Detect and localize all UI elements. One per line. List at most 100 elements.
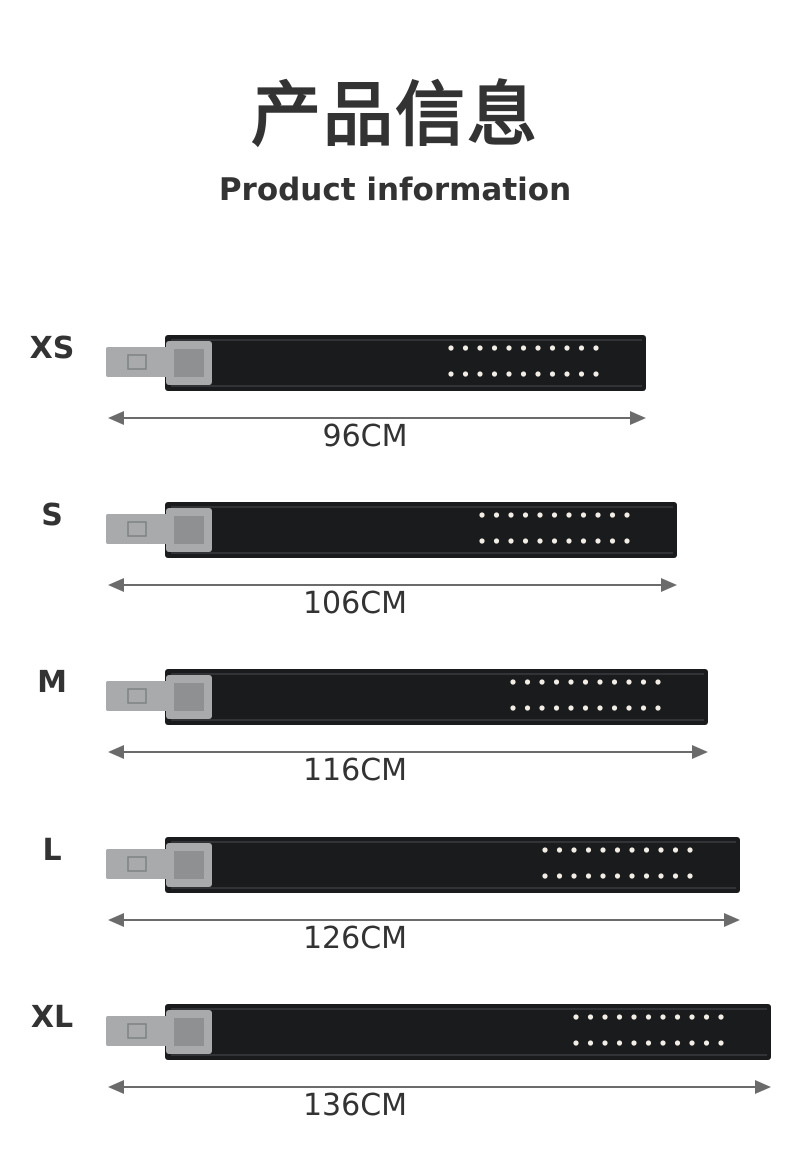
belt-hole [462,371,469,377]
belt-hole [611,679,618,685]
belt-hole [539,705,545,711]
length-label: 96CM [322,419,408,454]
belt-hole [491,371,498,377]
belt-hole [643,873,650,879]
length-label: 136CM [302,1088,408,1123]
belt-hole [578,371,585,377]
belt-hole [609,512,616,518]
belt-hole [597,679,603,685]
buckle-lever [106,1016,176,1046]
belt-hole [551,512,558,518]
belt-hole [539,679,545,685]
belt-hole [593,345,599,351]
belt-hole [602,1014,608,1020]
belt-hole [718,1040,724,1046]
belt-hole [631,1014,637,1020]
belt-hole [614,847,621,853]
belt-hole [629,847,635,853]
belt-hole [616,1040,623,1046]
buckle-slot [127,1023,147,1039]
belt-hole [672,873,679,879]
buckle-slot [127,856,147,872]
belt-hole [508,512,514,518]
belt-illustration [106,1004,771,1094]
buckle-frame-inner [174,516,204,544]
belt-hole [462,345,469,351]
belt-hole [542,847,548,853]
belt-hole [524,705,531,711]
belt-hole [553,679,560,685]
belt-hole [689,1014,695,1020]
belt-illustration [106,502,677,592]
buckle-slot [127,354,147,370]
belt-hole [510,705,516,711]
belt-hole [535,371,541,377]
belt-hole [629,873,635,879]
belt-hole [537,538,543,544]
belt-hole [549,345,556,351]
belt-hole [689,1040,695,1046]
belt-hole [660,1040,666,1046]
belt-hole [508,538,514,544]
belt-hole [585,847,592,853]
belt-hole [556,873,563,879]
belt-hole [506,371,512,377]
belt-hole [571,873,577,879]
belt-hole [593,371,599,377]
belt-hole [640,679,647,685]
arrow-head-right [630,411,646,425]
belt-illustration [106,669,708,759]
belt-hole [655,679,661,685]
belt-hole [655,705,661,711]
belt-hole [658,873,664,879]
belt-hole [510,679,516,685]
belt-hole [535,345,541,351]
belt-hole [479,538,485,544]
length-label: 106CM [302,586,408,621]
belt-hole [524,679,531,685]
belt-hole [614,873,621,879]
belt-hole [687,873,693,879]
belt-strap [165,335,646,391]
belt-hole [631,1040,637,1046]
belt-hole [645,1014,652,1020]
belt-hole [493,538,500,544]
belt-hole [674,1040,681,1046]
belt-hole [564,345,570,351]
belt-hole [611,705,618,711]
belt-hole [660,1014,666,1020]
belt-hole [600,873,606,879]
belt-hole [564,371,570,377]
belt-hole [448,371,454,377]
belt-hole [551,538,558,544]
belt-hole [448,345,454,351]
belt-hole [687,847,693,853]
belt-hole [602,1040,608,1046]
buckle-slot [127,521,147,537]
arrow-head-left [108,1080,124,1094]
belt-hole [672,847,679,853]
belt-hole [595,538,601,544]
buckle-lever [106,681,176,711]
belt-hole [556,847,563,853]
buckle-lever [106,514,176,544]
belt-hole [597,705,603,711]
arrow-head-right [661,578,677,592]
belt-hole [587,1014,594,1020]
belt-hole [537,512,543,518]
belt-hole [573,1014,579,1020]
belt-hole [582,705,589,711]
buckle-lever [106,347,176,377]
belt-hole [600,847,606,853]
belt-hole [542,873,548,879]
belt-strap [165,669,708,725]
belt-hole [506,345,512,351]
belt-hole [522,538,529,544]
belt-hole [580,512,587,518]
belt-hole [566,512,572,518]
